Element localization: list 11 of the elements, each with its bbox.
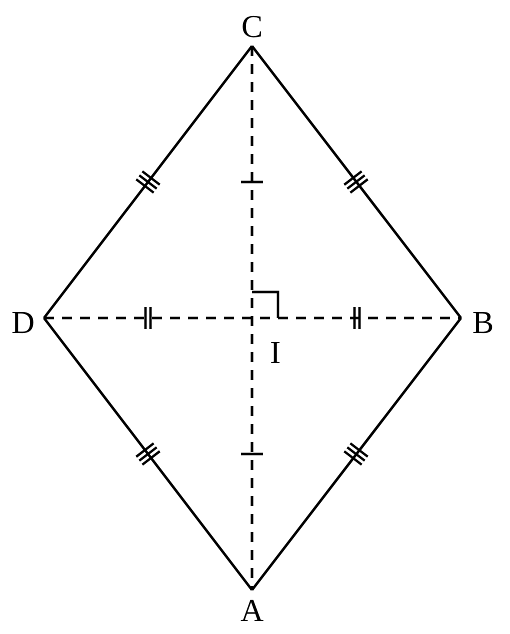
vertex-label: B [472, 306, 494, 338]
point-label: I [270, 336, 281, 368]
vertex-label: D [11, 306, 35, 338]
rhombus-side [42, 45, 254, 319]
rhombus-side [250, 45, 462, 319]
dashed-diagonal [44, 316, 461, 320]
rhombus-side [42, 317, 254, 591]
dashed-diagonal [250, 46, 254, 590]
rhombus-side [250, 317, 462, 591]
vertex-label: C [241, 10, 263, 42]
vertex-label: A [240, 594, 264, 626]
